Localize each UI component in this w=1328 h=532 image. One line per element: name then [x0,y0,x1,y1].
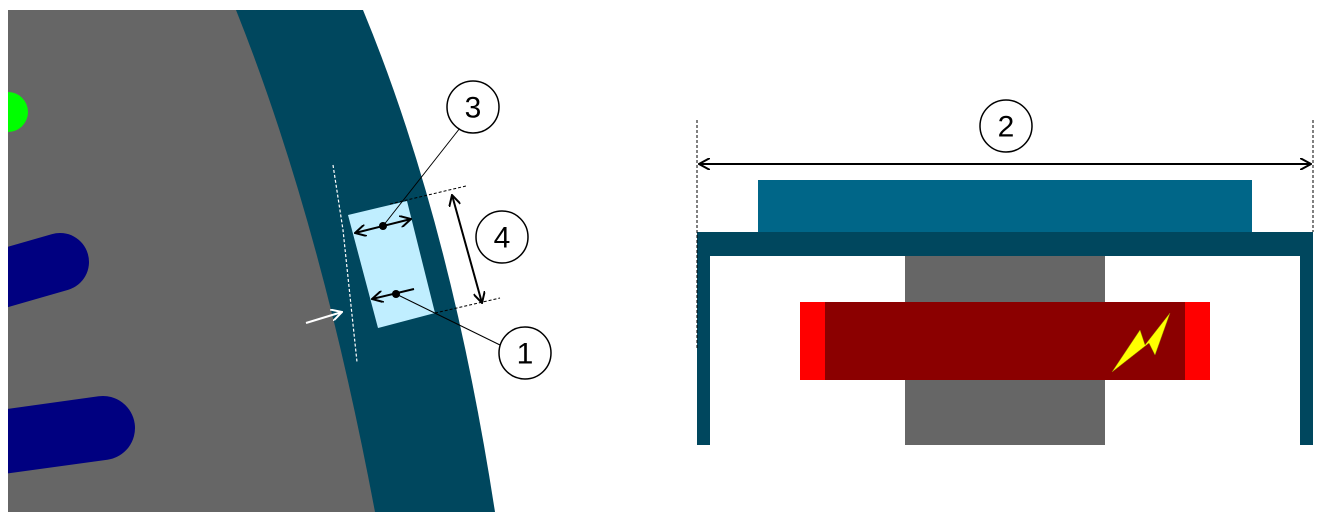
callout-1: 1 [498,326,552,380]
rotor-cross-section [8,10,495,512]
callout-1-label: 1 [517,338,534,371]
callout-3: 3 [446,80,500,134]
winding-bar-upper [8,233,89,308]
leader-1 [395,293,501,346]
dim-dashed-top [389,185,467,205]
callout-4: 4 [475,210,529,264]
winding-bar-lower [8,396,135,474]
callout-3-label: 3 [465,92,482,125]
leader-3 [382,127,461,227]
rotor-core [8,10,375,512]
dim-dashed-bottom [434,297,501,314]
surface-dashed-line [332,164,358,363]
frame [697,232,1313,445]
magnet-end-right [1185,302,1210,380]
surface-arrow [305,312,342,324]
lightning-bolt-icon [1111,312,1171,373]
dimension-arrow-4 [452,195,482,303]
cap-plate [758,180,1252,232]
callout-4-label: 4 [494,222,511,255]
magnet-assembly [697,180,1313,445]
magnet-end-left [800,302,825,380]
callout-2-label: 2 [998,111,1015,144]
green-marker [8,92,28,132]
callout-2: 2 [979,99,1033,153]
